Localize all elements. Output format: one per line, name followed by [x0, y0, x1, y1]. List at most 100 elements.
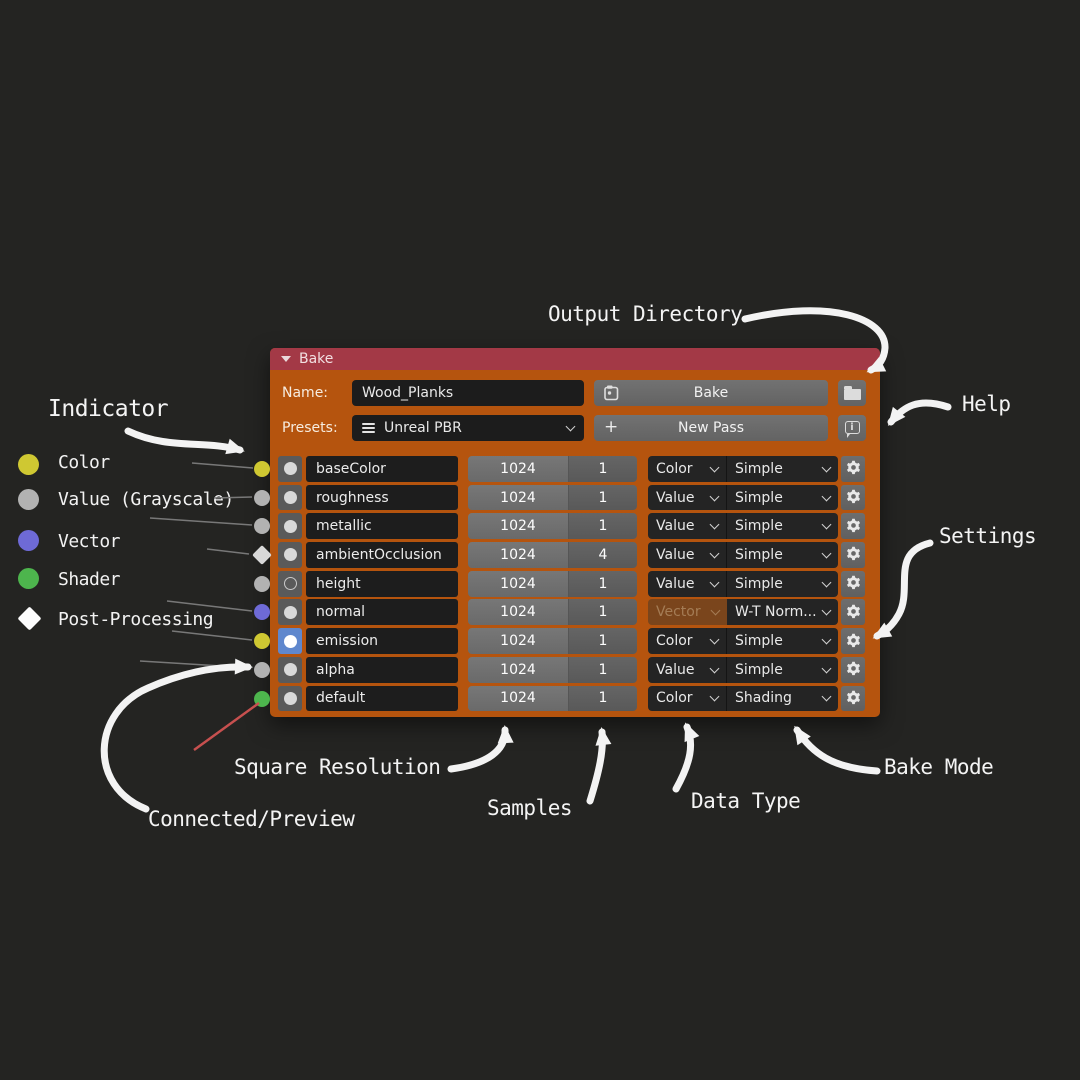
legend-item-vector: Vector [58, 531, 121, 552]
connected-toggle[interactable] [278, 656, 302, 683]
samples-value: 1 [598, 460, 608, 477]
samples-field[interactable]: 1 [569, 513, 637, 540]
resolution-field[interactable]: 1024 [468, 628, 569, 654]
pass-name-field[interactable]: baseColor [306, 456, 458, 482]
indicator-dot-basecolor [254, 461, 270, 477]
data-type-dropdown[interactable]: Value [648, 484, 727, 511]
data-type-value: Value [656, 518, 695, 535]
samples-field[interactable]: 1 [569, 685, 637, 712]
samples-field[interactable]: 1 [569, 484, 637, 511]
output-directory-button[interactable] [838, 380, 866, 406]
pass-name-field[interactable]: height [306, 570, 458, 597]
help-button[interactable]: i [838, 415, 866, 441]
connected-toggle[interactable] [278, 685, 302, 712]
presets-label: Presets: [282, 420, 338, 436]
samples-value: 1 [598, 518, 608, 535]
gear-icon [845, 489, 862, 506]
legend-vector-swatch [18, 530, 39, 551]
legend-item-shader: Shader [58, 569, 121, 590]
samples-field[interactable]: 1 [569, 456, 637, 482]
pass-row-height: height 1024 1 Value Simple [270, 570, 880, 597]
name-input[interactable]: Wood_Planks [352, 380, 584, 406]
pass-name-field[interactable]: roughness [306, 484, 458, 511]
bake-mode-dropdown[interactable]: Shading [727, 685, 838, 712]
pass-settings-button[interactable] [841, 484, 865, 511]
chevron-down-icon [821, 605, 832, 616]
bake-mode-dropdown[interactable]: Simple [727, 570, 838, 597]
connected-toggle[interactable] [278, 484, 302, 511]
connected-toggle[interactable] [278, 599, 302, 626]
data-type-dropdown[interactable]: Color [648, 456, 727, 482]
samples-value: 1 [598, 690, 608, 707]
bake-mode-dropdown[interactable]: W-T Norm... [727, 599, 838, 626]
pass-name-field[interactable]: normal [306, 599, 458, 626]
resolution-field[interactable]: 1024 [468, 484, 569, 511]
samples-field[interactable]: 1 [569, 570, 637, 597]
resolution-field[interactable]: 1024 [468, 542, 569, 568]
resolution-field[interactable]: 1024 [468, 513, 569, 540]
chevron-down-icon [709, 691, 720, 702]
pass-name-field[interactable]: default [306, 685, 458, 712]
pass-name-field[interactable]: alpha [306, 656, 458, 683]
pass-name-field[interactable]: metallic [306, 513, 458, 540]
pass-name-field[interactable]: emission [306, 628, 458, 654]
resolution-field[interactable]: 1024 [468, 656, 569, 683]
pass-settings-button[interactable] [841, 656, 865, 683]
new-pass-button[interactable]: + New Pass [594, 415, 828, 441]
gear-icon [845, 546, 862, 563]
samples-field[interactable]: 1 [569, 599, 637, 626]
bake-button[interactable]: Bake [594, 380, 828, 406]
samples-field[interactable]: 4 [569, 542, 637, 568]
annotation-samples: Samples [487, 796, 573, 820]
data-type-dropdown[interactable]: Value [648, 513, 727, 540]
pass-settings-button[interactable] [841, 570, 865, 597]
connected-toggle[interactable] [278, 542, 302, 568]
data-type-value: Color [656, 690, 693, 707]
legend-value-swatch [18, 489, 39, 510]
data-type-dropdown[interactable]: Value [648, 570, 727, 597]
pass-name-field[interactable]: ambientOcclusion [306, 542, 458, 568]
bake-mode-dropdown[interactable]: Simple [727, 656, 838, 683]
presets-dropdown[interactable]: Unreal PBR [352, 415, 584, 441]
bake-mode-dropdown[interactable]: Simple [727, 628, 838, 654]
annotation-help: Help [962, 392, 1011, 416]
pass-settings-button[interactable] [841, 456, 865, 482]
connected-toggle[interactable] [278, 513, 302, 540]
chevron-down-icon [709, 462, 720, 473]
samples-field[interactable]: 1 [569, 656, 637, 683]
bake-mode-arrow [793, 725, 881, 775]
new-pass-button-label: New Pass [678, 420, 744, 436]
preview-toggle[interactable] [278, 628, 302, 654]
samples-field[interactable]: 1 [569, 628, 637, 654]
panel-header[interactable]: Bake [270, 348, 880, 370]
data-type-dropdown[interactable]: Value [648, 656, 727, 683]
bake-mode-value: W-T Norm... [735, 604, 817, 621]
preset-menu-icon [362, 427, 375, 429]
pass-settings-button[interactable] [841, 628, 865, 654]
pass-settings-button[interactable] [841, 513, 865, 540]
bake-mode-dropdown[interactable]: Simple [727, 456, 838, 482]
connected-toggle[interactable] [278, 570, 302, 597]
data-type-dropdown[interactable]: Color [648, 685, 727, 712]
gear-icon [845, 690, 862, 707]
bake-mode-dropdown[interactable]: Simple [727, 484, 838, 511]
connected-toggle[interactable] [278, 456, 302, 482]
gear-icon [845, 460, 862, 477]
pass-settings-button[interactable] [841, 542, 865, 568]
resolution-field[interactable]: 1024 [468, 599, 569, 626]
data-type-dropdown[interactable]: Color [648, 628, 727, 654]
chevron-down-icon [709, 634, 720, 645]
data-type-dropdown[interactable]: Value [648, 542, 727, 568]
pass-settings-button[interactable] [841, 599, 865, 626]
resolution-field[interactable]: 1024 [468, 570, 569, 597]
pass-settings-button[interactable] [841, 685, 865, 712]
bake-mode-dropdown[interactable]: Simple [727, 542, 838, 568]
indicator-arrow [124, 427, 245, 455]
resolution-field[interactable]: 1024 [468, 456, 569, 482]
pass-name: height [316, 575, 361, 592]
bake-mode-dropdown[interactable]: Simple [727, 513, 838, 540]
resolution-field[interactable]: 1024 [468, 685, 569, 712]
toggle-dot-icon [283, 548, 297, 562]
pass-name: roughness [316, 489, 389, 506]
indicator-dot-alpha [254, 662, 270, 678]
